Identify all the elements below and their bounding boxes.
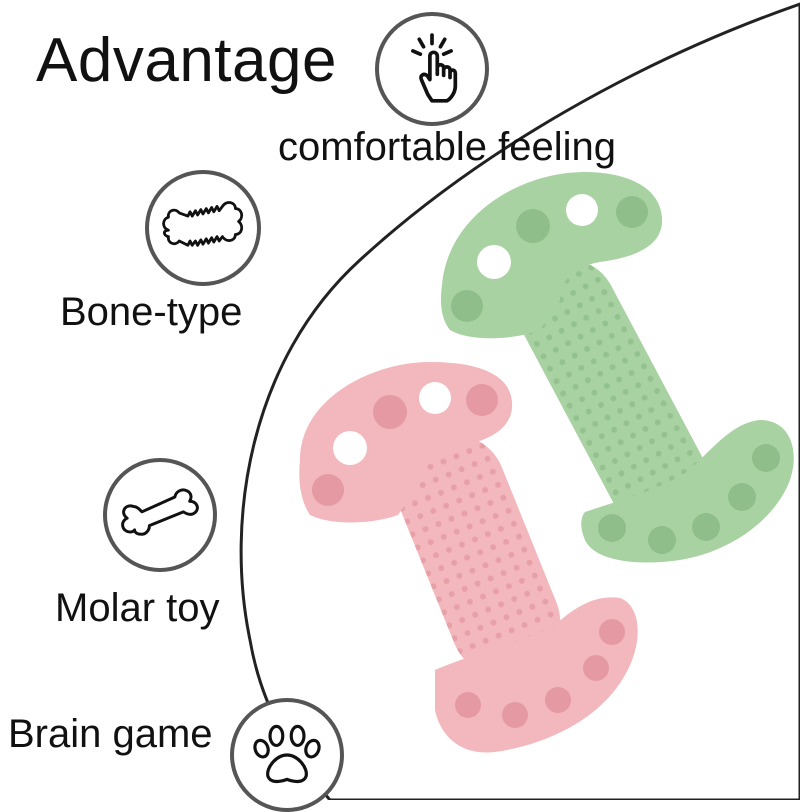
green-chew-toy [440,172,794,563]
paw-icon [230,698,344,812]
feature-brain-game-label: Brain game [8,712,213,756]
pink-chew-toy [299,362,638,753]
spiky-bone-icon [145,170,261,286]
feature-molar-toy-label: Molar toy [55,586,220,630]
touch-hand-icon [375,12,489,126]
feature-comfortable-label: comfortable feeling [278,125,616,169]
bone-icon [103,458,217,572]
page-title: Advantage [36,26,337,95]
feature-bone-type-label: Bone-type [60,290,243,334]
